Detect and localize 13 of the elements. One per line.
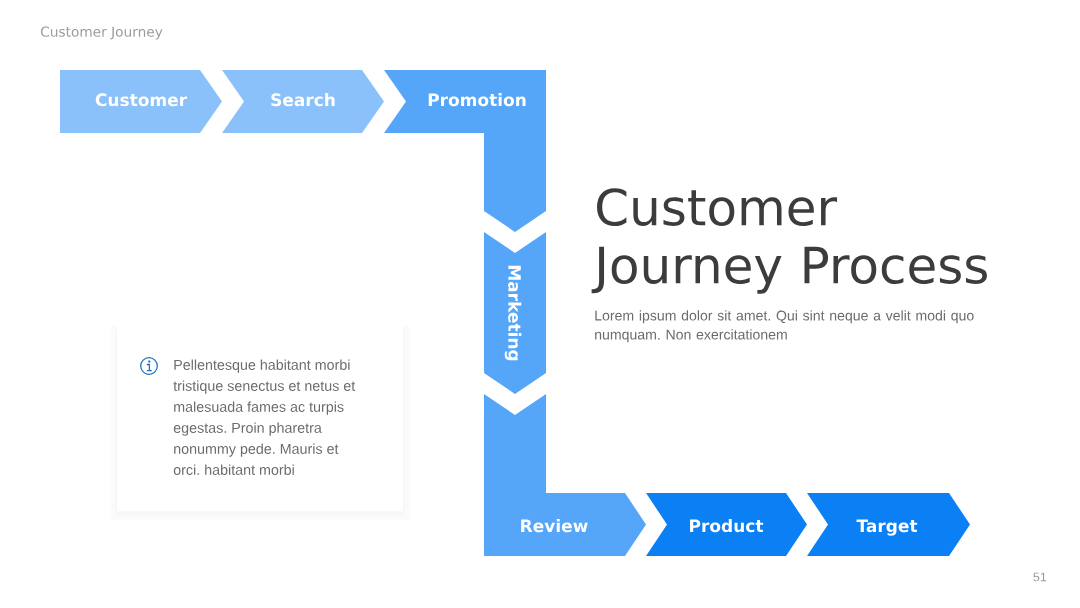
- process-step: Target: [807, 493, 970, 556]
- process-step: Product: [646, 493, 807, 556]
- process-step: Customer: [60, 70, 222, 133]
- process-step: Review: [484, 394, 646, 556]
- process-step: Search: [222, 70, 384, 133]
- slide-title: Customer Journey Process: [591, 188, 987, 294]
- process-step: Marketing: [484, 232, 546, 394]
- body-text: Lorem ipsum dolor sit amet. Qui sint neque a velit modi quo numquam. Non exercitationem: [595, 310, 974, 343]
- info-card: Pellentesque habitant morbi tristique senectus et netus et malesuada fames ac turpis egestas. Proin pharetra nonummy pede. Mauris et orci. habitant morbi: [108, 323, 412, 522]
- node-label: Pellentesque habitant morbi tristique senectus et netus et malesuada fames ac turpis egestas. Proin pharetra nonummy pede. Mauris et orci. habitant morbi: [173, 359, 356, 475]
- process-step: Promotion: [384, 70, 546, 232]
- page-number: 51: [1033, 572, 1047, 582]
- header-text: Customer Journey: [40, 26, 163, 40]
